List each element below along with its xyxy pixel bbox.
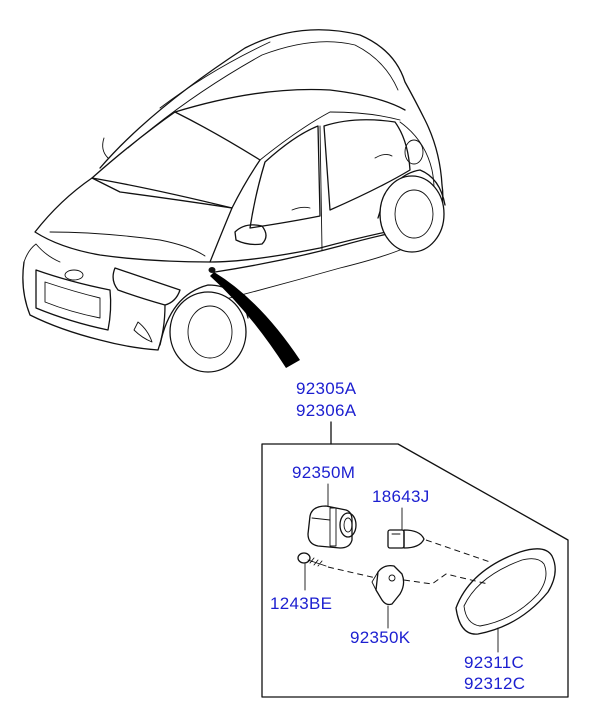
side-repeater-lamp-part	[455, 548, 556, 635]
part-number-lamp-2: 92312C	[464, 674, 525, 693]
bulb-to-lamp-line	[425, 539, 491, 563]
location-pointer	[210, 272, 300, 368]
bulb-part	[387, 529, 425, 549]
assembly-number-1: 92305A	[296, 379, 357, 398]
bulb-socket-part	[307, 505, 357, 549]
screw-part	[297, 552, 327, 567]
part-number-lamp-1: 92311C	[464, 653, 524, 672]
screw-to-bracket-line	[327, 566, 377, 579]
part-number-bracket: 92350K	[350, 628, 411, 647]
bracket-part	[371, 564, 405, 606]
bracket-to-lamp-line	[403, 573, 489, 585]
part-number-screw: 1243BE	[270, 594, 332, 613]
part-number-bulb: 18643J	[372, 487, 430, 506]
part-number-bulb-socket: 92350M	[292, 463, 355, 482]
callout-box	[261, 443, 569, 698]
car-illustration	[22, 29, 446, 373]
assembly-number-2: 92306A	[296, 401, 357, 420]
